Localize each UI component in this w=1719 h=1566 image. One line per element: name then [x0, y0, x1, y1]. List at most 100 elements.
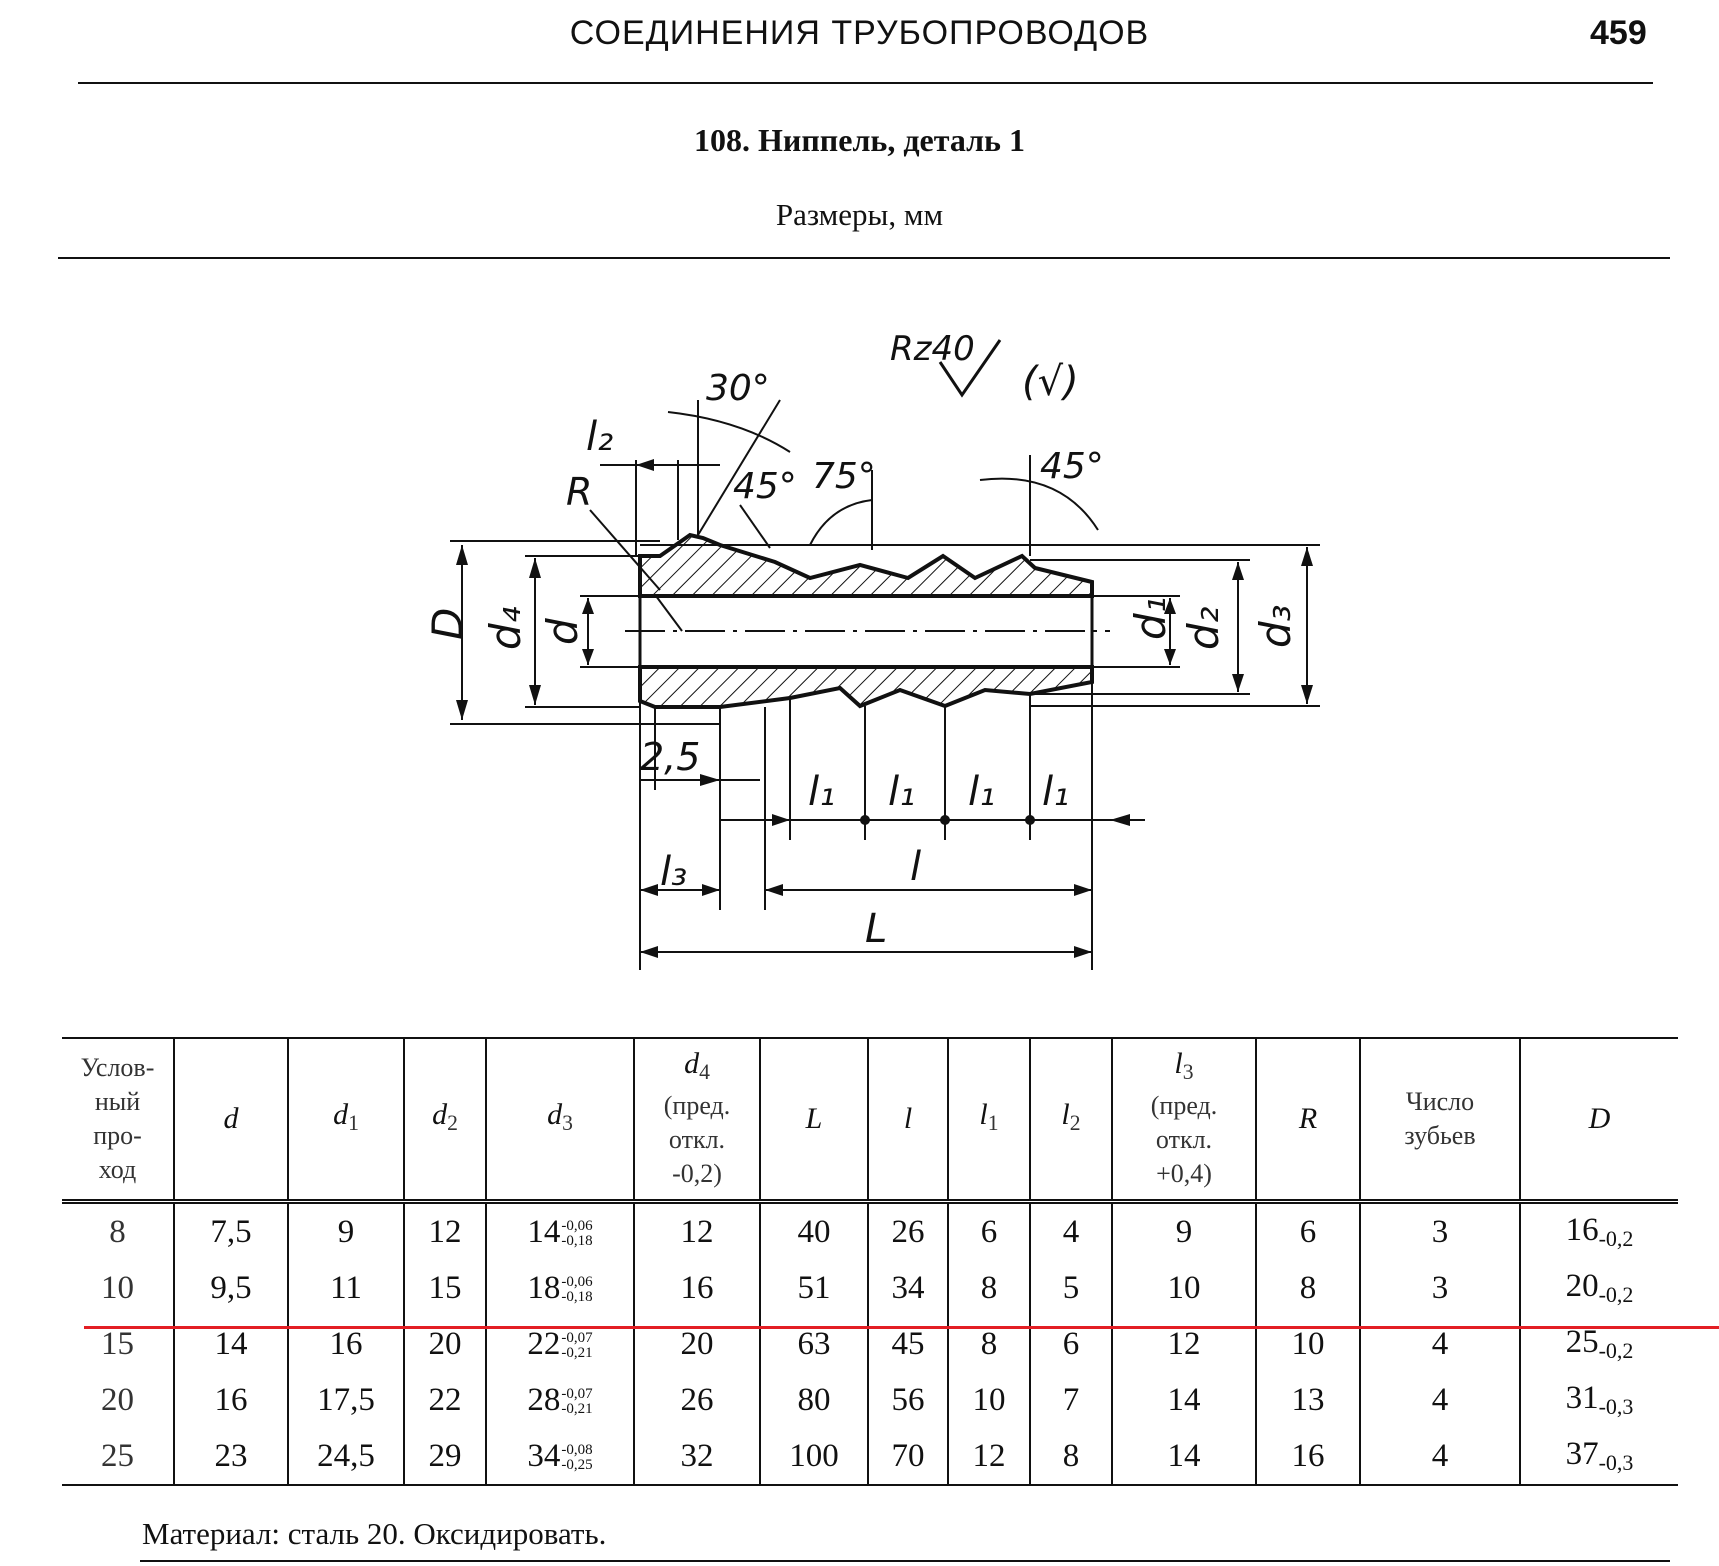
cell-d1: 24,5 [287, 1428, 404, 1485]
cell-R: 6 [1255, 1201, 1360, 1260]
cell-L: 100 [759, 1428, 868, 1485]
angle-45-right: 45° [1040, 446, 1104, 487]
cell-D: 37-0,3 [1519, 1428, 1678, 1485]
cell-L: 40 [759, 1201, 868, 1260]
angle-75: 75° [812, 456, 876, 497]
header-d4: d4 (пред. откл. -0,2) [633, 1038, 760, 1202]
label-l1-b: l₁ [888, 769, 915, 815]
header-d1: d1 [287, 1038, 404, 1202]
label-l1-c: l₁ [968, 769, 995, 815]
header-l2: l2 [1029, 1038, 1112, 1202]
cell-d4: 32 [633, 1428, 760, 1485]
label-d2: d₂ [1179, 606, 1228, 650]
cell-L: 63 [759, 1316, 868, 1372]
header-teeth: Число зубьев [1359, 1038, 1520, 1202]
cell-passage: 15 [101, 1325, 134, 1362]
section-title: 108. Ниппель, деталь 1 [694, 122, 1025, 158]
header-D: D [1519, 1038, 1678, 1202]
label-l1-d: l₁ [1042, 769, 1069, 815]
cell-D: 25-0,2 [1519, 1316, 1678, 1372]
header-L: L [759, 1038, 868, 1202]
label-L: L [865, 906, 887, 952]
header-d2: d2 [403, 1038, 486, 1202]
cell-l2: 7 [1029, 1372, 1112, 1428]
cell-l2: 5 [1029, 1260, 1112, 1316]
cell-passage: 25 [101, 1437, 134, 1474]
cell-l2: 8 [1029, 1428, 1112, 1485]
cell-l: 34 [867, 1260, 948, 1316]
label-R: R [566, 470, 592, 514]
cell-teeth: 4 [1359, 1428, 1520, 1485]
cell-d4: 26 [633, 1372, 760, 1428]
label-l1-a: l₁ [808, 769, 835, 815]
cell-D: 31-0,3 [1519, 1372, 1678, 1428]
spec-table: Услов- ный про- ход d d1 d2 d3 d4 (пред.… [62, 1037, 1678, 1486]
cell-D: 20-0,2 [1519, 1260, 1678, 1316]
cell-D: 16-0,2 [1519, 1201, 1678, 1260]
cell-passage: 10 [101, 1269, 134, 1306]
header-l3: l3 (пред. откл. +0,4) [1111, 1038, 1256, 1202]
nipple-drawing: D d₄ d d₁ d₂ d₃ Rz40 (√) 30° l₂ R 45° 75… [423, 329, 1320, 970]
cell-teeth: 3 [1359, 1201, 1520, 1260]
cell-l: 56 [867, 1372, 948, 1428]
label-D: D [423, 608, 472, 640]
cell-d: 23 [173, 1428, 288, 1485]
cell-d3: 22-0,07-0,21 [485, 1316, 634, 1372]
roughness-rest: (√) [1022, 359, 1079, 405]
header-R: R [1255, 1038, 1360, 1202]
cell-d: 14 [173, 1316, 288, 1372]
cell-d: 9,5 [173, 1260, 288, 1316]
cell-d1: 17,5 [287, 1372, 404, 1428]
cell-R: 16 [1255, 1428, 1360, 1485]
cell-d3: 14-0,06-0,18 [485, 1201, 634, 1260]
cell-teeth: 4 [1359, 1316, 1520, 1372]
cell-l: 26 [867, 1201, 948, 1260]
cell-d2: 20 [403, 1316, 486, 1372]
running-title: СОЕДИНЕНИЯ ТРУБОПРОВОДОВ [569, 14, 1150, 52]
cell-l3: 14 [1111, 1428, 1256, 1485]
header-d3: d3 [485, 1038, 634, 1202]
cell-R: 10 [1255, 1316, 1360, 1372]
header-passage: Услов- ный про- ход [80, 1053, 155, 1184]
cell-l2: 4 [1029, 1201, 1112, 1260]
cell-l2: 6 [1029, 1316, 1112, 1372]
cell-l1: 10 [947, 1372, 1030, 1428]
cell-L: 51 [759, 1260, 868, 1316]
cell-l1: 8 [947, 1260, 1030, 1316]
cell-l3: 10 [1111, 1260, 1256, 1316]
label-d: d [538, 618, 587, 645]
cell-d1: 9 [287, 1201, 404, 1260]
cell-R: 13 [1255, 1372, 1360, 1428]
cell-d2: 12 [403, 1201, 486, 1260]
header-l1: l1 [947, 1038, 1030, 1202]
cell-d4: 20 [633, 1316, 760, 1372]
cell-l1: 6 [947, 1201, 1030, 1260]
cell-d3: 34-0,08-0,25 [485, 1428, 634, 1485]
cell-d2: 29 [403, 1428, 486, 1485]
label-d4: d₄ [481, 606, 530, 650]
cell-d4: 12 [633, 1201, 760, 1260]
roughness-label: Rz40 [890, 329, 975, 369]
cell-l: 70 [867, 1428, 948, 1485]
lower-wall [638, 665, 1094, 709]
cell-teeth: 3 [1359, 1260, 1520, 1316]
cell-d1: 11 [287, 1260, 404, 1316]
cell-d2: 22 [403, 1372, 486, 1428]
cell-passage: 20 [101, 1381, 134, 1418]
cell-d3: 28-0,07-0,21 [485, 1372, 634, 1428]
cell-l3: 14 [1111, 1372, 1256, 1428]
cell-l3: 9 [1111, 1201, 1256, 1260]
angle-45-left: 45° [733, 466, 797, 507]
section-rule [58, 257, 1670, 259]
label-l3: l₃ [660, 849, 687, 895]
cell-d: 16 [173, 1372, 288, 1428]
header-l: l [867, 1038, 948, 1202]
cell-L: 80 [759, 1372, 868, 1428]
label-d1: d₁ [1126, 597, 1175, 641]
highlight-line [84, 1326, 1719, 1329]
cell-l1: 12 [947, 1428, 1030, 1485]
